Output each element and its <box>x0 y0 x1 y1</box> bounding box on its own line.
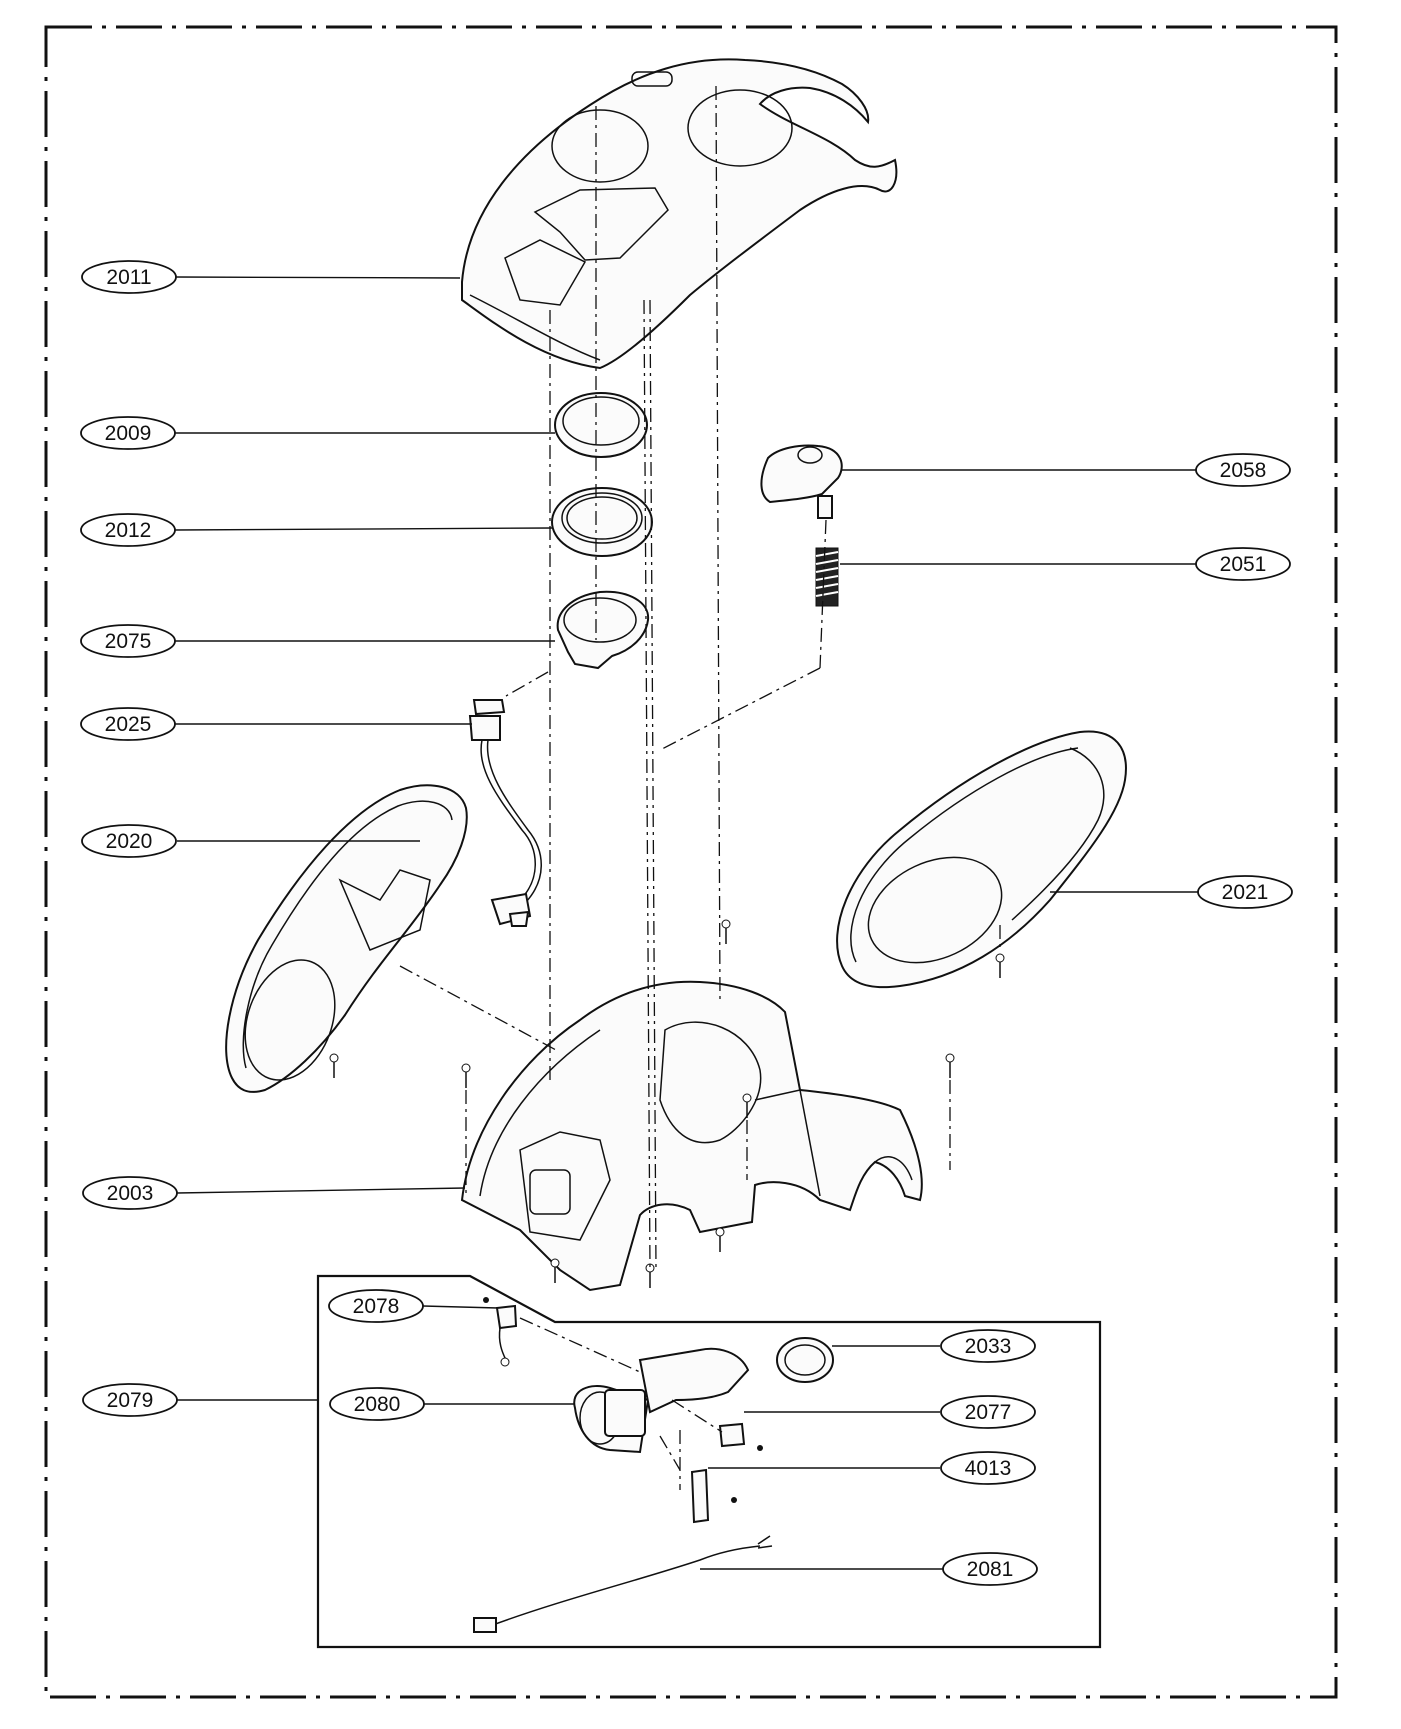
callout-2003: 2003 <box>82 1176 178 1210</box>
callout-label: 2033 <box>965 1335 1012 1358</box>
callout-2025: 2025 <box>80 707 176 741</box>
part-2080-motor <box>573 1385 650 1454</box>
callout-2033: 2033 <box>940 1329 1036 1363</box>
part-2033-collar <box>638 1337 834 1414</box>
subassembly-2079-box <box>316 1274 1102 1649</box>
part-2009-lens <box>554 392 648 458</box>
callout-2021: 2021 <box>1197 875 1293 909</box>
callout-2080: 2080 <box>329 1387 425 1421</box>
callout-label: 2025 <box>105 713 152 736</box>
part-2077-plate <box>718 1422 763 1451</box>
part-2021-right-side-cover <box>836 730 1127 989</box>
part-2003-main-housing <box>460 980 923 1292</box>
callout-2077: 2077 <box>940 1395 1036 1429</box>
diagram-frame <box>44 25 1338 1699</box>
callout-2020: 2020 <box>81 824 177 858</box>
callout-label: 2075 <box>105 630 152 653</box>
part-2020-left-side-cover <box>225 784 468 1093</box>
callout-label: 2058 <box>1220 459 1267 482</box>
callout-label: 4013 <box>965 1457 1012 1480</box>
part-2051-spring <box>815 547 839 607</box>
part-2078-bracket <box>483 1297 518 1367</box>
callout-2012: 2012 <box>80 513 176 547</box>
leader-lines <box>174 276 1214 1570</box>
callout-label: 2078 <box>353 1295 400 1318</box>
callout-label: 2081 <box>967 1558 1014 1581</box>
part-2075-plate <box>556 590 650 670</box>
callout-label: 2079 <box>107 1389 154 1412</box>
callout-2051: 2051 <box>1195 547 1291 581</box>
callout-2075: 2075 <box>80 624 176 658</box>
part-2011-top-cover <box>461 58 898 370</box>
assembly-lines <box>399 85 1001 1490</box>
part-2025-wire-harness <box>468 699 542 927</box>
callout-4013: 4013 <box>940 1451 1036 1485</box>
callout-2078: 2078 <box>328 1289 424 1323</box>
callout-2058: 2058 <box>1195 453 1291 487</box>
callout-label: 2020 <box>106 830 153 853</box>
callout-2011: 2011 <box>81 260 177 294</box>
callout-label: 2009 <box>105 422 152 445</box>
callout-2081: 2081 <box>942 1552 1038 1586</box>
callout-label: 2012 <box>105 519 152 542</box>
callout-label: 2080 <box>354 1393 401 1416</box>
screws <box>329 919 1005 1288</box>
callout-label: 2051 <box>1220 553 1267 576</box>
callout-label: 2021 <box>1222 881 1269 904</box>
part-2081-cord <box>473 1535 773 1633</box>
callout-label: 2011 <box>106 266 151 289</box>
callout-label: 2003 <box>107 1182 154 1205</box>
callout-2079: 2079 <box>82 1383 178 1417</box>
part-2058-knob <box>760 444 843 519</box>
part-2012-ring <box>551 487 653 557</box>
callout-label: 2077 <box>965 1401 1012 1424</box>
callout-2009: 2009 <box>80 416 176 450</box>
part-4013-clip <box>690 1468 737 1524</box>
